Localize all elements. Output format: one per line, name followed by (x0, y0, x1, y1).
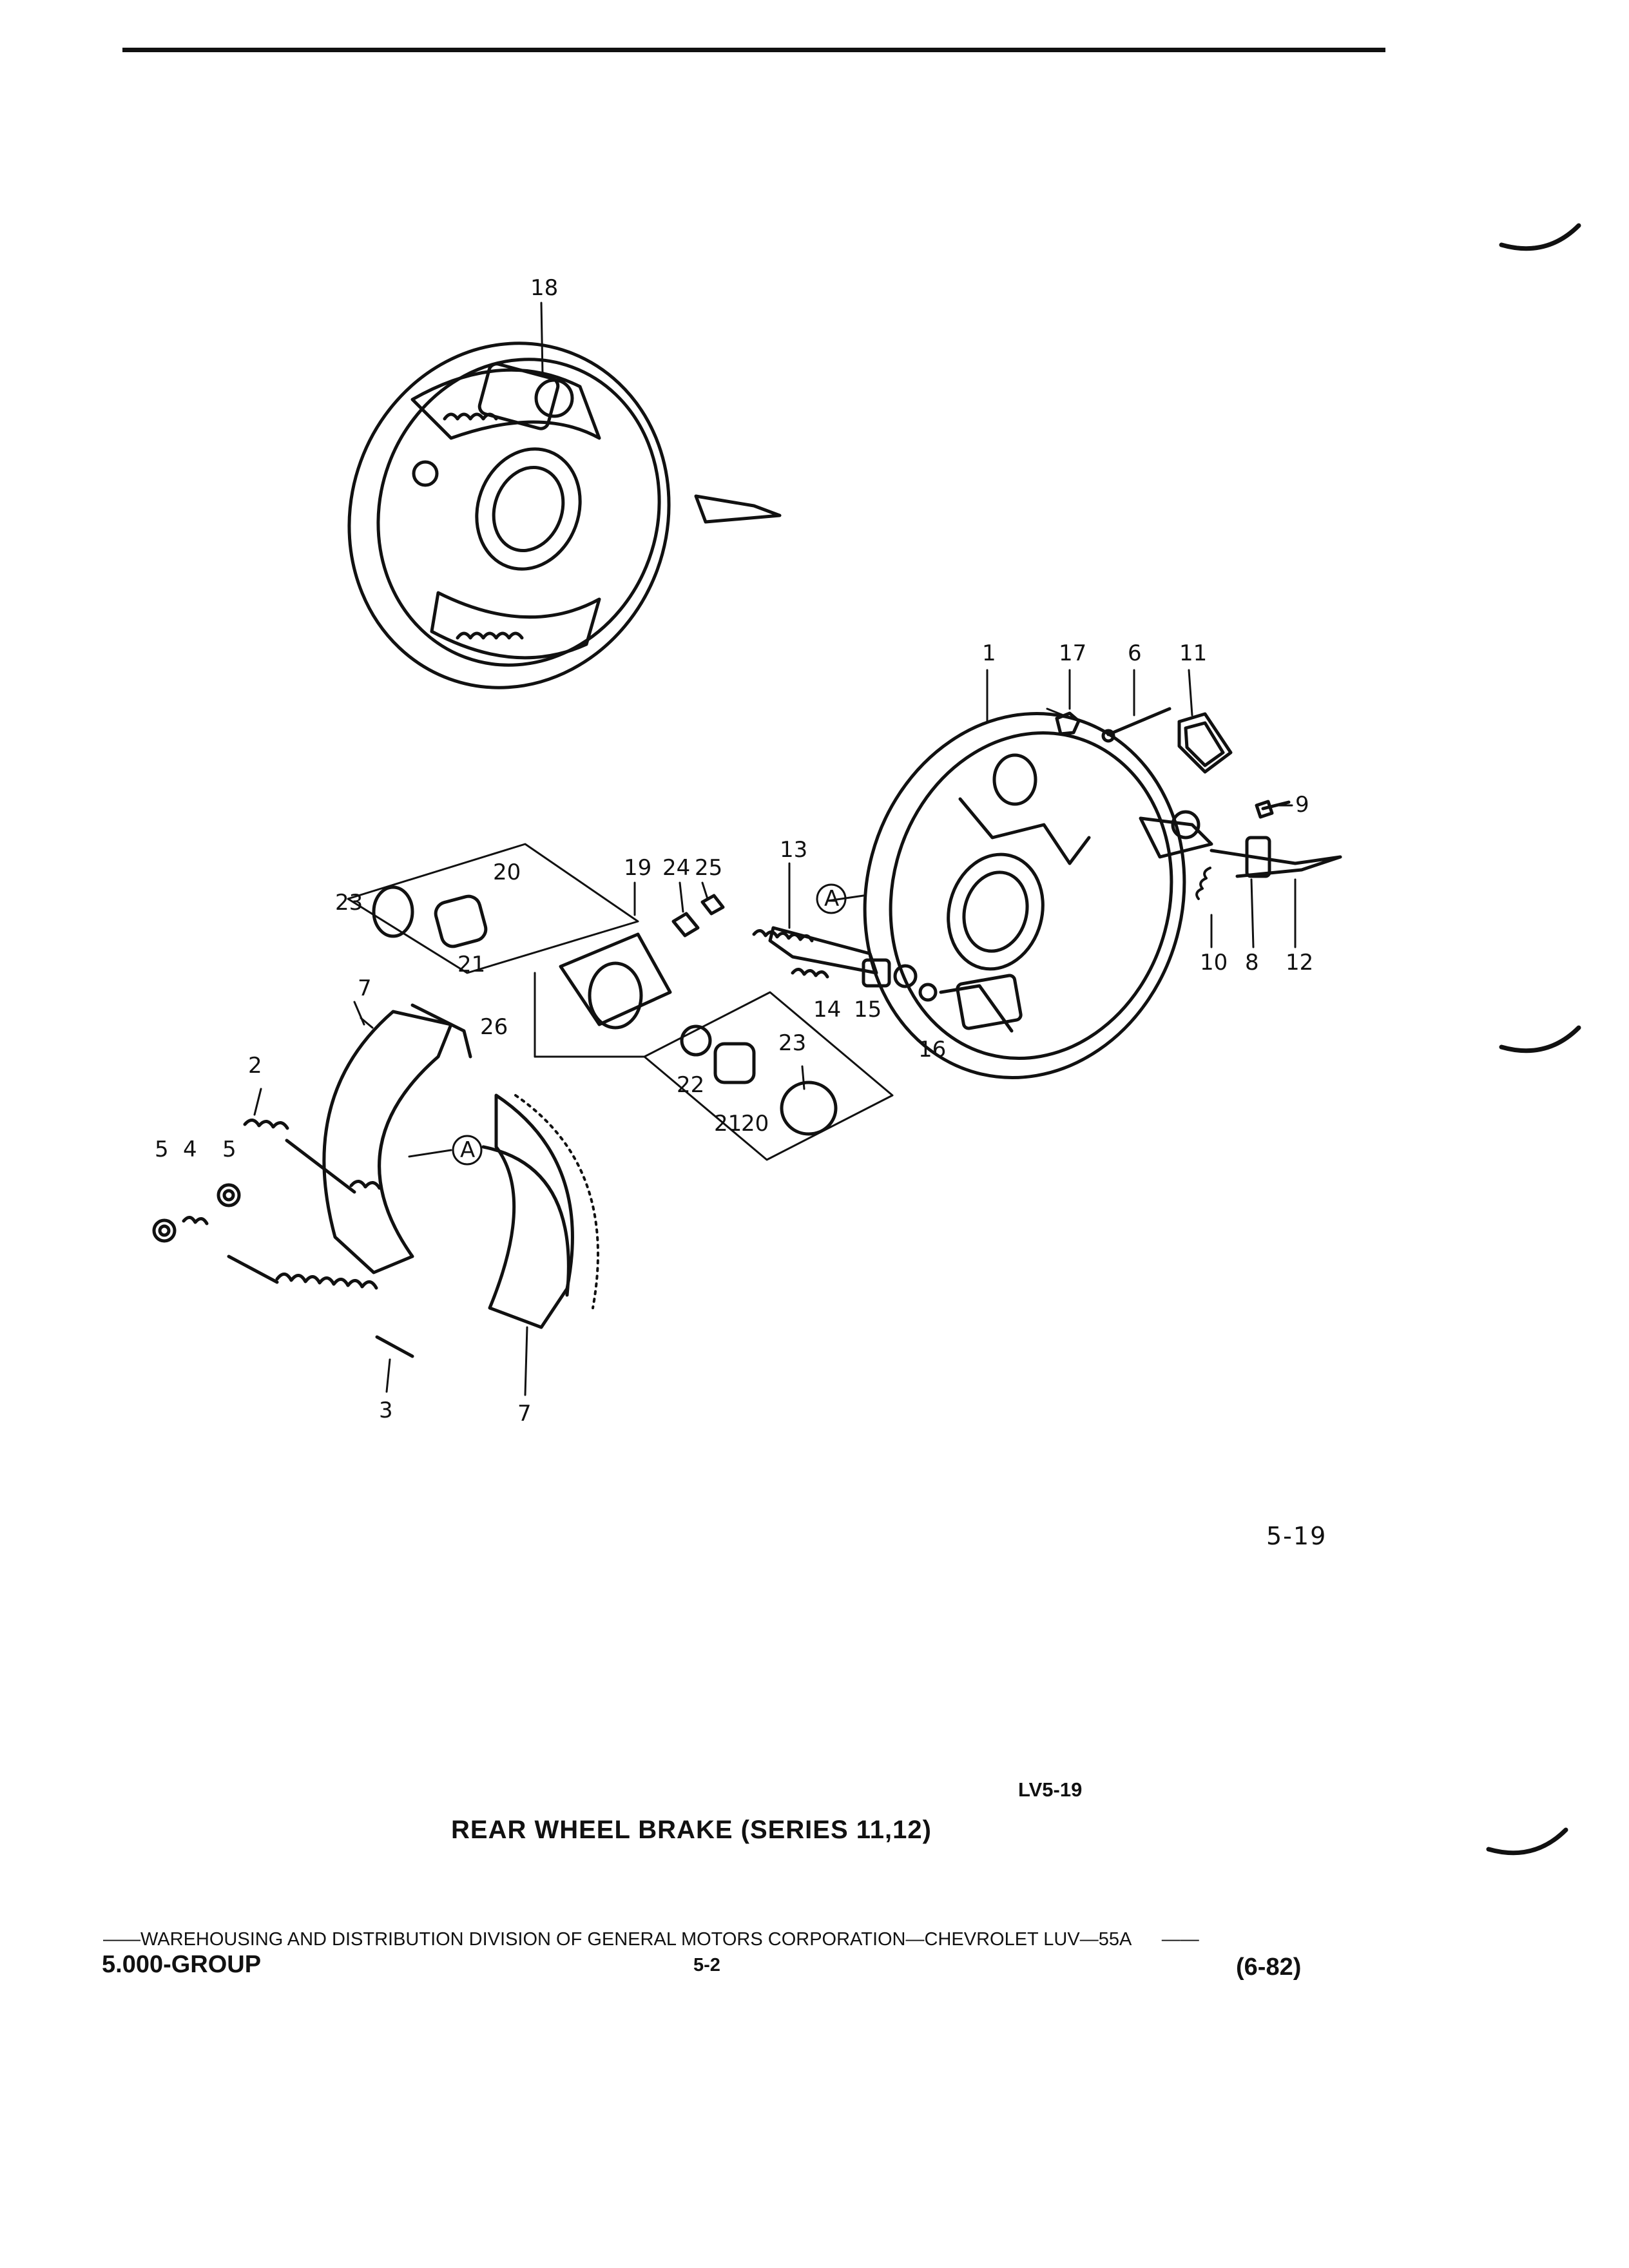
page-edge-marks (1486, 223, 1581, 1856)
footer-credit-text: ——WAREHOUSING AND DISTRIBUTION DIVISION … (103, 1929, 1131, 1950)
callout-21: 21 (458, 952, 485, 977)
callout-12: 12 (1286, 950, 1313, 975)
revision-date: (6-82) (1236, 1954, 1302, 1981)
callout-21-lower: 21 (714, 1111, 742, 1137)
figure-title: REAR WHEEL BRAKE (SERIES 11,12) (451, 1816, 932, 1844)
callout-19: 19 (624, 855, 651, 881)
callout-16: 16 (918, 1037, 946, 1062)
callout-18: 18 (530, 275, 558, 301)
top-rule (122, 48, 1385, 52)
callout-20-lower: 20 (741, 1111, 769, 1137)
figure-code: LV5-19 (1018, 1778, 1083, 1801)
reference-a-left: A (460, 1137, 475, 1163)
callout-13: 13 (780, 837, 807, 863)
callout-6: 6 (1128, 640, 1142, 666)
page-number: 5-2 (693, 1955, 720, 1975)
callout-7-lower: 7 (517, 1401, 532, 1427)
callout-7-upper: 7 (358, 975, 372, 1001)
callout-25: 25 (695, 855, 722, 881)
callout-2: 2 (248, 1053, 262, 1079)
callout-10: 10 (1200, 950, 1228, 975)
assembled-brake-illustration (347, 302, 782, 689)
brake-shoes-illustration (322, 1003, 599, 1329)
group-label: 5.000-GROUP (102, 1951, 262, 1978)
callout-20: 20 (493, 860, 521, 885)
callout-9: 9 (1295, 792, 1309, 818)
callout-4: 4 (183, 1137, 197, 1162)
callout-5-right: 5 (222, 1137, 236, 1162)
callout-1: 1 (982, 640, 996, 666)
callout-17: 17 (1059, 640, 1086, 666)
figure-number: 5-19 (1266, 1522, 1327, 1550)
callout-14: 14 (813, 997, 841, 1023)
footer-credit: ——WAREHOUSING AND DISTRIBUTION DIVISION … (103, 1929, 1327, 1950)
adjuster-illustration (752, 926, 938, 1002)
callout-11: 11 (1179, 640, 1207, 666)
reference-a-right: A (824, 886, 839, 912)
callout-15: 15 (854, 997, 882, 1023)
small-parts-right (1055, 707, 1291, 819)
callout-8: 8 (1245, 950, 1259, 975)
callout-23: 23 (335, 890, 363, 916)
wheel-cylinder-illustration (347, 843, 894, 1161)
callout-5-left: 5 (155, 1137, 169, 1162)
springs-illustration (152, 1119, 414, 1358)
callout-23-lower: 23 (778, 1030, 806, 1056)
leader-lines (253, 669, 1296, 1396)
footer-end-dash: —— (1161, 1929, 1199, 1950)
callout-26: 26 (480, 1014, 508, 1040)
callout-24: 24 (662, 855, 690, 881)
callout-22: 22 (677, 1072, 704, 1098)
backing-plate-illustration (863, 707, 1342, 1079)
callout-labels: 18 1 17 6 11 9 12 8 10 13 19 24 25 20 23… (155, 275, 1313, 1427)
callout-3: 3 (379, 1398, 393, 1423)
